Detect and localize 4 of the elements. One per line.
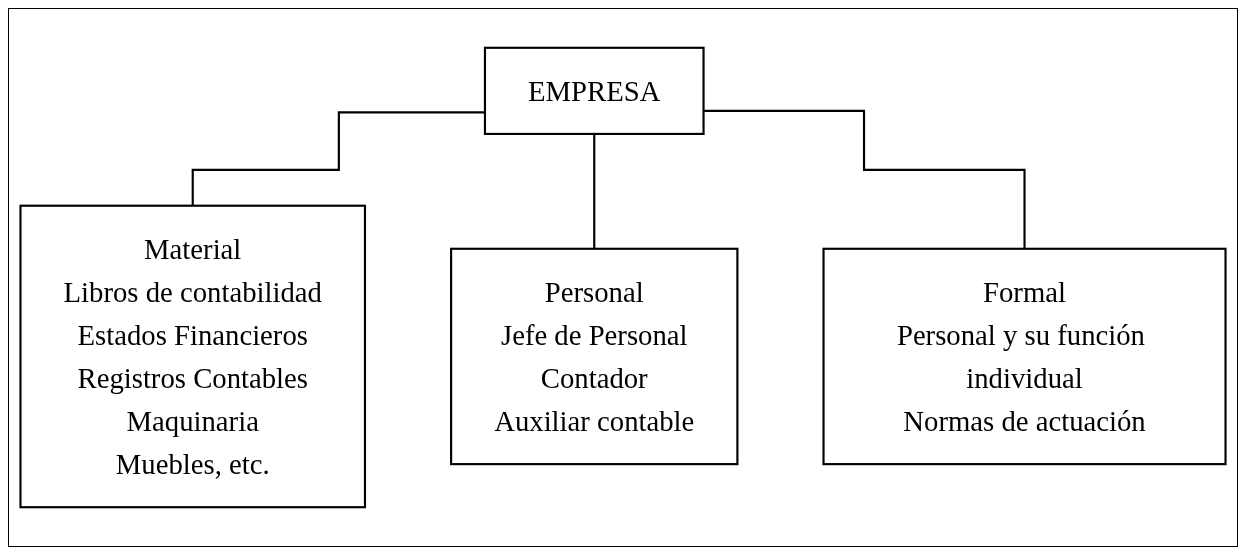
node-box: Personal Jefe de Personal Contador Auxiliar contable (450, 247, 739, 466)
node-box: Material Libros de contabilidad Estados Financieros Registros Contables Maquinaria Muebles, etc. (19, 204, 367, 509)
node-box: Formal Personal y su función individual Normas de actuación (822, 247, 1227, 466)
node-box: EMPRESA (483, 46, 705, 135)
